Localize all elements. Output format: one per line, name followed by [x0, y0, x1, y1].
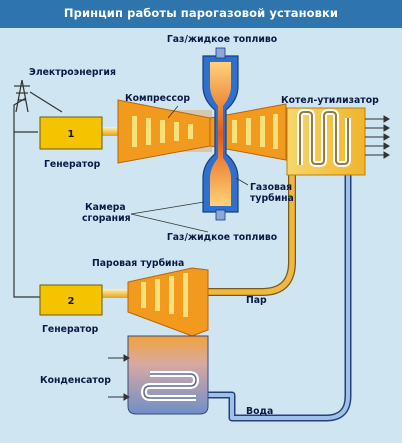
gas-turbine-unit [117, 99, 287, 164]
combustion-chamber [202, 47, 239, 221]
label-generator-1: Генератор [44, 159, 101, 170]
label-gas-turbine-1: Газовая [250, 182, 292, 193]
generator-1-number: 1 [68, 129, 75, 140]
label-combustion-2: сгорания [82, 213, 131, 224]
generator-2-number: 2 [68, 296, 75, 307]
exhaust-arrows [365, 115, 390, 159]
label-electricity: Электроэнергия [29, 67, 116, 78]
label-gas-turbine-2: турбина [250, 193, 294, 204]
steam-turbine [127, 267, 209, 337]
label-combustion-1: Камера [85, 202, 126, 213]
label-steam: Пар [246, 295, 267, 306]
label-generator-2: Генератор [42, 324, 99, 335]
label-fuel-bottom: Газ/жидкое топливо [167, 232, 277, 243]
leader-lines [130, 105, 249, 233]
pipes [208, 152, 352, 422]
coolant-arrows [108, 354, 130, 401]
label-boiler: Котел-утилизатор [281, 95, 379, 106]
steam-shaft [100, 289, 130, 298]
title-bar: Принцип работы парогазовой установки [0, 0, 402, 28]
label-water: Вода [246, 406, 273, 417]
heat-recovery-boiler [286, 107, 366, 176]
generator-1 [39, 116, 103, 150]
label-fuel-top: Газ/жидкое топливо [167, 34, 277, 45]
power-pylon-icon [14, 79, 30, 113]
label-condenser: Конденсатор [40, 375, 111, 386]
generator-2 [39, 284, 103, 316]
label-steam-turbine: Паровая турбина [92, 258, 184, 269]
diagram-title: Принцип работы парогазовой установки [63, 6, 339, 20]
condenser [127, 335, 209, 415]
label-compressor: Компрессор [125, 93, 190, 104]
